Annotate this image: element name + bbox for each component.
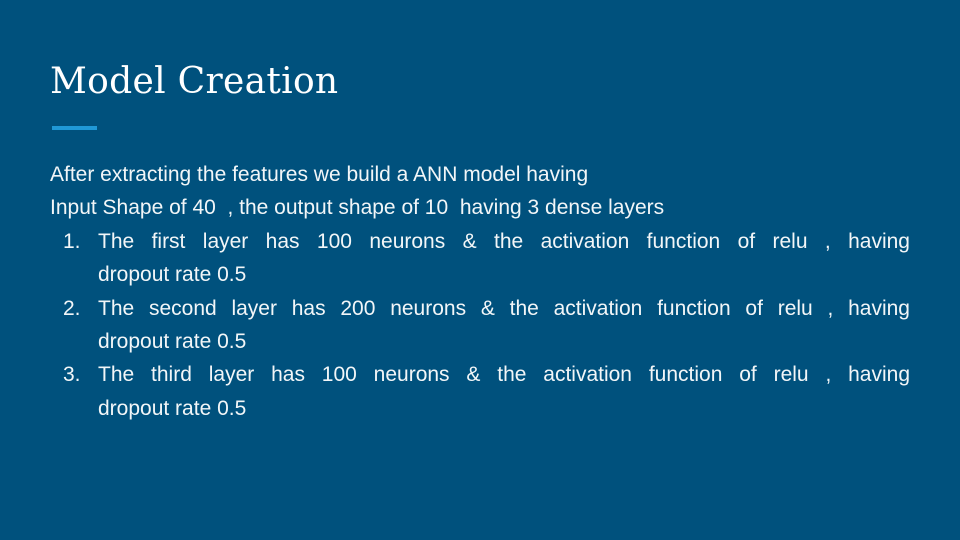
list-item-number: 2. — [63, 296, 81, 320]
list-item-first-line: 1. The first layer has 100 neurons & the… — [50, 225, 910, 258]
slide-title: Model Creation — [50, 61, 339, 102]
body-paragraph-line: Input Shape of 40 , the output shape of … — [50, 196, 665, 220]
list-item-number: 1. — [63, 229, 81, 253]
body-paragraph-line: After extracting the features we build a… — [50, 163, 589, 186]
list-item-text: dropout rate 0.5 — [98, 396, 247, 420]
list-item: 2. The second layer has 200 neurons & th… — [50, 292, 910, 359]
list-item: 1. The first layer has 100 neurons & the… — [50, 225, 910, 292]
list-item: 3. The third layer has 100 neurons & the… — [50, 358, 910, 425]
title-accent-bar — [52, 126, 97, 130]
list-item-first-line: 2. The second layer has 200 neurons & th… — [50, 292, 910, 325]
list-item-text: dropout rate 0.5 — [98, 330, 247, 354]
list-item-text: The second layer has 200 neurons & the a… — [98, 296, 910, 320]
list-item-first-line: 3. The third layer has 100 neurons & the… — [50, 358, 910, 391]
slide-body: After extracting the features we build a… — [50, 158, 910, 425]
list-item-text: The first layer has 100 neurons & the ac… — [98, 229, 910, 253]
list-item-text: The third layer has 100 neurons & the ac… — [98, 363, 910, 387]
list-item-text: dropout rate 0.5 — [98, 263, 247, 287]
list-item-number: 3. — [63, 363, 81, 387]
